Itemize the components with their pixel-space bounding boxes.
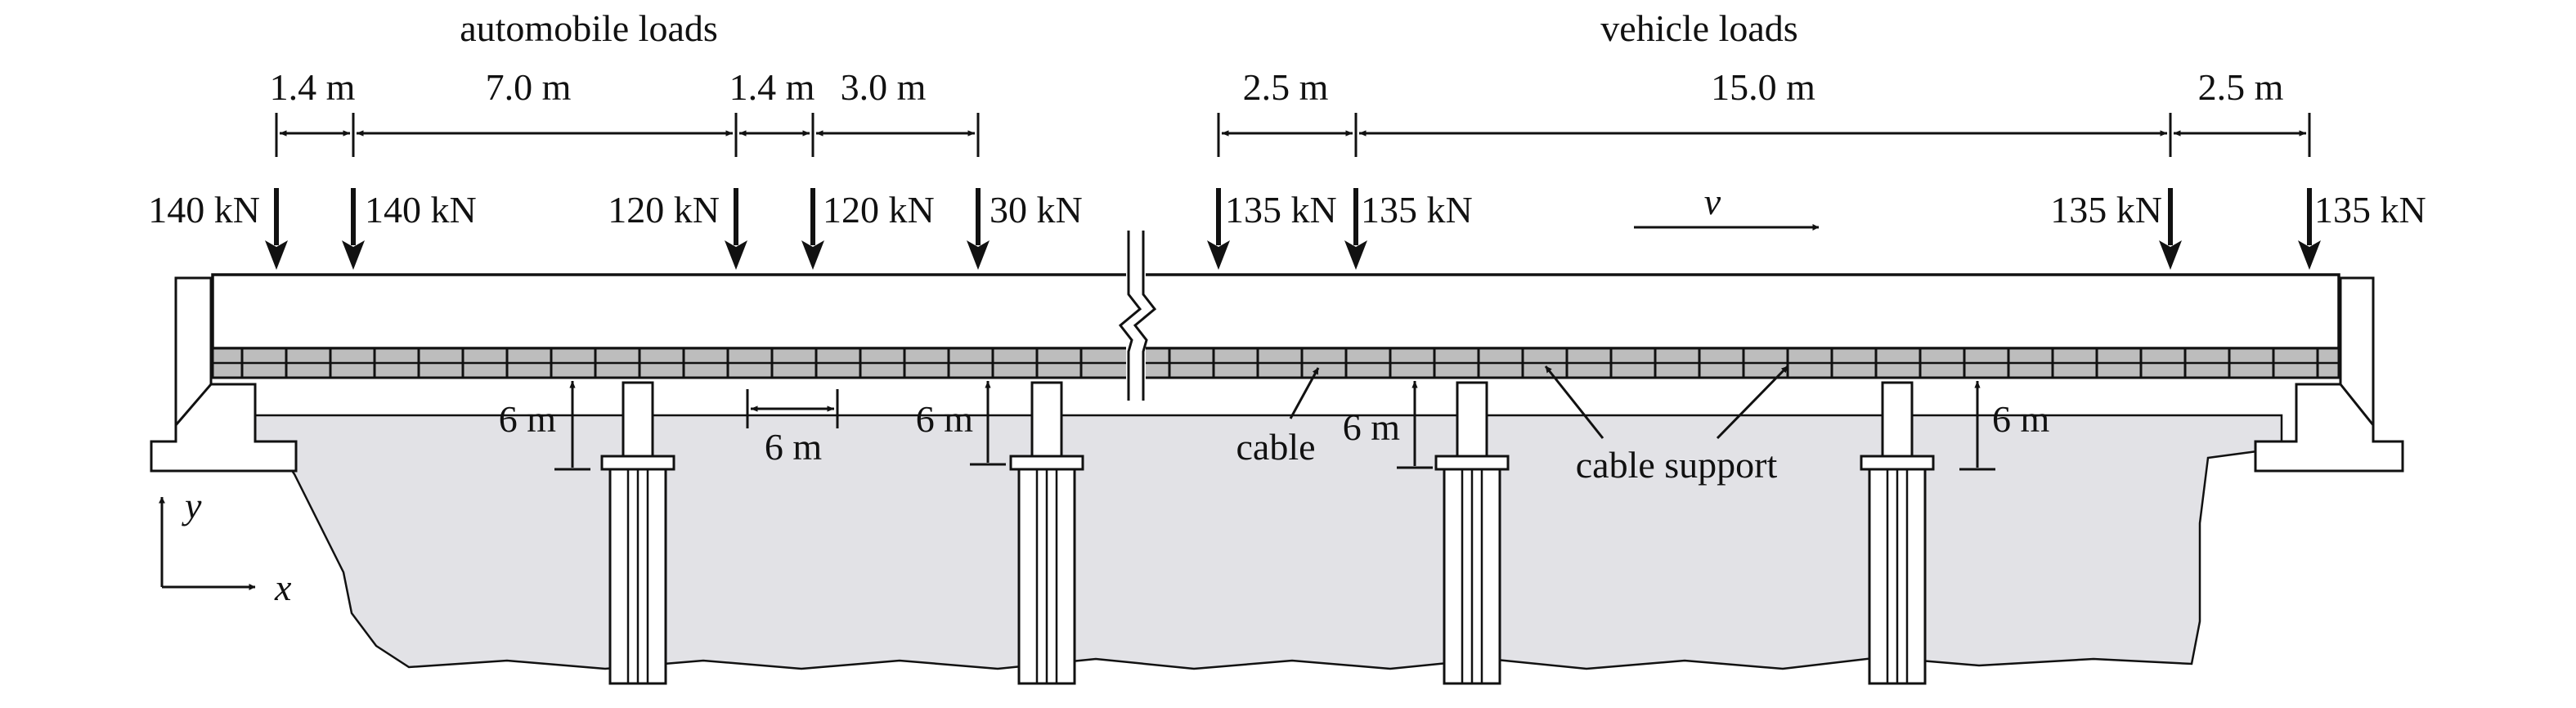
velocity-label: v (1704, 181, 1721, 222)
pier (1860, 381, 1935, 685)
pier (600, 381, 675, 685)
vehicle-spacing-1: 2.5 m (1243, 66, 1329, 108)
vehicle-spacing-2: 15.0 m (1711, 66, 1815, 108)
pier-cap (1009, 455, 1084, 471)
cable-support-leader-right (1716, 365, 1789, 440)
auto-load-5: 30 kN (990, 189, 1083, 231)
load-arrow-head (801, 240, 824, 270)
right-abutment (2254, 276, 2404, 473)
auto-load-4: 120 kN (823, 189, 935, 231)
pier-cap (1860, 455, 1935, 471)
load-arrow-head (342, 240, 365, 270)
load-arrow-head (1207, 240, 1230, 270)
pier-column (1456, 381, 1488, 459)
vehicle-load-4: 135 kN (2314, 189, 2426, 231)
ground (252, 414, 2283, 670)
automobile-loads-title: automobile loads (460, 7, 718, 49)
pier-cap (1434, 455, 1510, 471)
pier-cap (600, 455, 675, 471)
load-arrow-head (265, 240, 288, 270)
auto-spacing-1: 1.4 m (270, 66, 356, 108)
load-arrows (265, 188, 2321, 270)
auto-load-2: 140 kN (365, 189, 477, 231)
height-dims (554, 380, 1995, 471)
height-label-3: 6 m (1343, 406, 1401, 448)
pier (1434, 381, 1510, 685)
load-arrow-head (2159, 240, 2182, 270)
auto-load-1: 140 kN (148, 189, 260, 231)
auto-spacing-3: 1.4 m (729, 66, 815, 108)
left-abutment (150, 276, 298, 473)
load-arrow-head (725, 240, 747, 270)
load-arrow-head (2298, 240, 2321, 270)
height-label-2: 6 m (916, 398, 974, 440)
pier-column (1030, 381, 1063, 459)
pier (1009, 381, 1084, 685)
auto-dimension-lines (275, 113, 980, 157)
piers (600, 381, 1935, 685)
cable-leader (1289, 367, 1320, 419)
x-axis-label: x (274, 567, 292, 608)
cable-support-label: cable support (1576, 444, 1778, 486)
vehicle-load-2: 135 kN (1361, 189, 1473, 231)
vehicle-load-3: 135 kN (2050, 189, 2162, 231)
spacing-label-6m: 6 m (765, 426, 823, 468)
vehicle-loads-title: vehicle loads (1600, 7, 1797, 49)
break-line-right (1133, 231, 1157, 401)
bridge-deck (211, 273, 2340, 350)
cable-label: cable (1236, 426, 1315, 468)
cable-supports (240, 348, 2319, 378)
auto-spacing-2: 7.0 m (486, 66, 572, 108)
height-label-4: 6 m (1992, 398, 2050, 440)
height-label-1: 6 m (499, 398, 557, 440)
load-arrow-head (967, 240, 990, 270)
y-axis-label: y (182, 485, 202, 527)
vehicle-dimension-lines (1217, 113, 2311, 157)
pier-column (622, 381, 654, 459)
vehicle-load-1: 135 kN (1225, 189, 1337, 231)
load-arrow-head (1344, 240, 1367, 270)
auto-load-3: 120 kN (608, 189, 720, 231)
cable-support-leader-left (1544, 365, 1604, 439)
vehicle-spacing-3: 2.5 m (2198, 66, 2284, 108)
auto-spacing-4: 3.0 m (841, 66, 927, 108)
pier-column (1881, 381, 1914, 459)
break-line-left (1118, 231, 1142, 401)
